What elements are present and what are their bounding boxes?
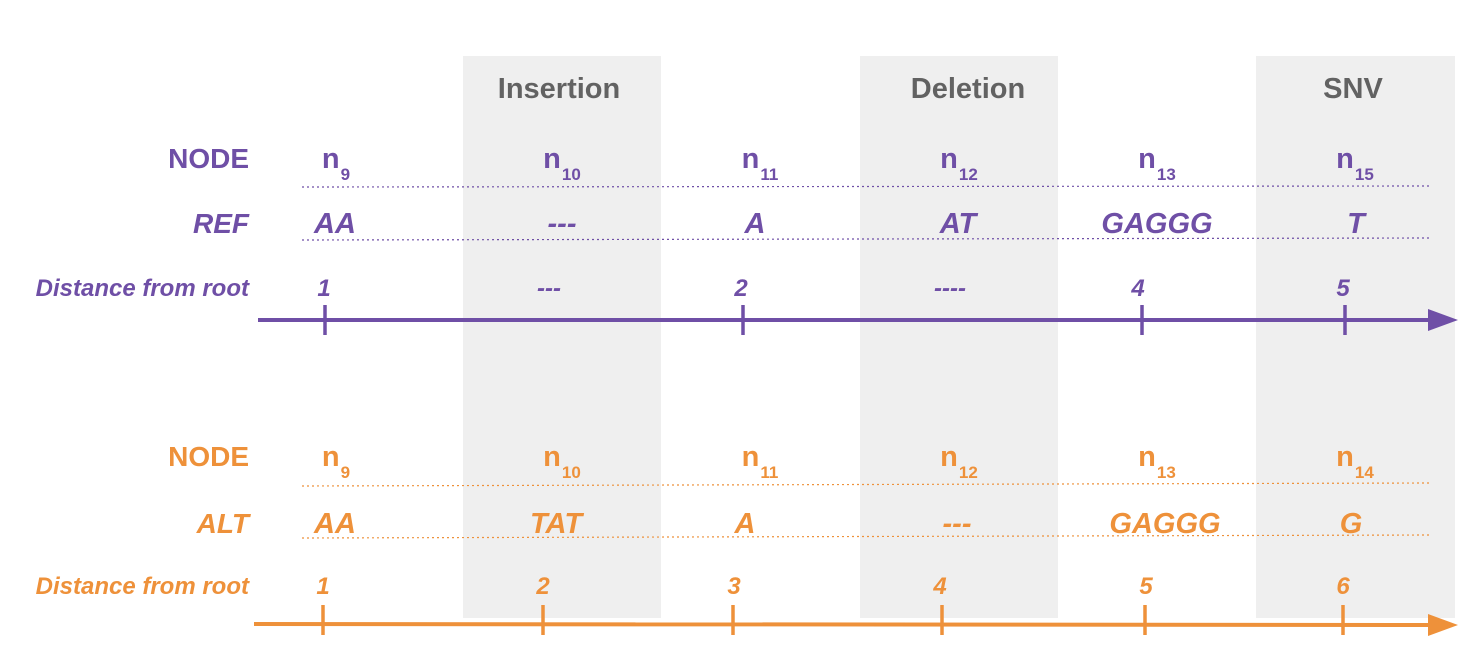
alt-node-n13: n13 <box>1138 441 1176 482</box>
ref-distance-6: 5 <box>1336 275 1350 302</box>
alt-seq-3: A <box>734 508 756 540</box>
alt-distance-2: 2 <box>536 573 550 600</box>
alt-node-n9: n9 <box>321 441 351 482</box>
alt-distance-6: 6 <box>1336 573 1350 600</box>
ref-node-n11: n11 <box>741 143 779 184</box>
alt-seq-6: G <box>1339 508 1363 540</box>
ref-node-n9: n9 <box>321 143 351 184</box>
ref-node-label: NODE <box>168 143 249 174</box>
snv-band <box>1256 56 1455 618</box>
ref-seq-5: GAGGG <box>1101 208 1213 240</box>
alt-seq-4: --- <box>942 508 972 540</box>
ref-seq-guide <box>301 237 1431 241</box>
ref-distance-3: 2 <box>734 275 748 302</box>
alt-distance-4: 4 <box>933 573 947 600</box>
ref-distance-4: ---- <box>934 275 966 302</box>
ref-seq-label: REF <box>193 208 249 239</box>
alt-seq-2: TAT <box>529 508 583 540</box>
alt-node-guide <box>301 482 1431 487</box>
alt-node-n11: n11 <box>741 441 779 482</box>
alt-distance-1: 1 <box>316 573 330 600</box>
alt-distance-3: 3 <box>727 573 741 600</box>
alt-node-n12: n12 <box>940 441 978 482</box>
ref-axis-arrowhead <box>1428 309 1458 331</box>
alt-axis-arrowhead <box>1428 614 1458 636</box>
insertion-band <box>463 56 661 618</box>
alt-node-n10: n10 <box>543 441 581 482</box>
insertion-title: Insertion <box>497 73 621 105</box>
alt-seq-guide <box>301 534 1431 539</box>
deletion-title: Deletion <box>910 73 1026 105</box>
alt-distance-label: Distance from root <box>35 573 249 600</box>
alt-seq-5: GAGGG <box>1109 508 1221 540</box>
alt-distance-5: 5 <box>1139 573 1153 600</box>
snv-title: SNV <box>1323 73 1383 105</box>
alt-axis-line <box>253 622 1433 627</box>
ref-distance-2: --- <box>537 275 561 302</box>
ref-node-n12: n12 <box>940 143 978 184</box>
deletion-band <box>860 56 1058 618</box>
ref-seq-6: T <box>1347 208 1365 240</box>
ref-distance-5: 4 <box>1131 275 1145 302</box>
alt-seq-1: AA <box>314 508 356 540</box>
alt-node-n14: n14 <box>1336 441 1374 482</box>
ref-distance-1: 1 <box>317 275 331 302</box>
ref-seq-2: --- <box>547 208 577 240</box>
alt-node-label: NODE <box>168 441 249 472</box>
alt-seq-label: ALT <box>196 508 249 539</box>
ref-seq-3: A <box>744 208 766 240</box>
ref-node-n13: n13 <box>1138 143 1176 184</box>
ref-distance-label: Distance from root <box>35 275 249 302</box>
ref-seq-4: AT <box>939 208 977 240</box>
ref-node-n10: n10 <box>543 143 581 184</box>
ref-node-guide <box>301 185 1431 188</box>
ref-seq-1: AA <box>314 208 356 240</box>
ref-node-n15: n15 <box>1336 143 1374 184</box>
